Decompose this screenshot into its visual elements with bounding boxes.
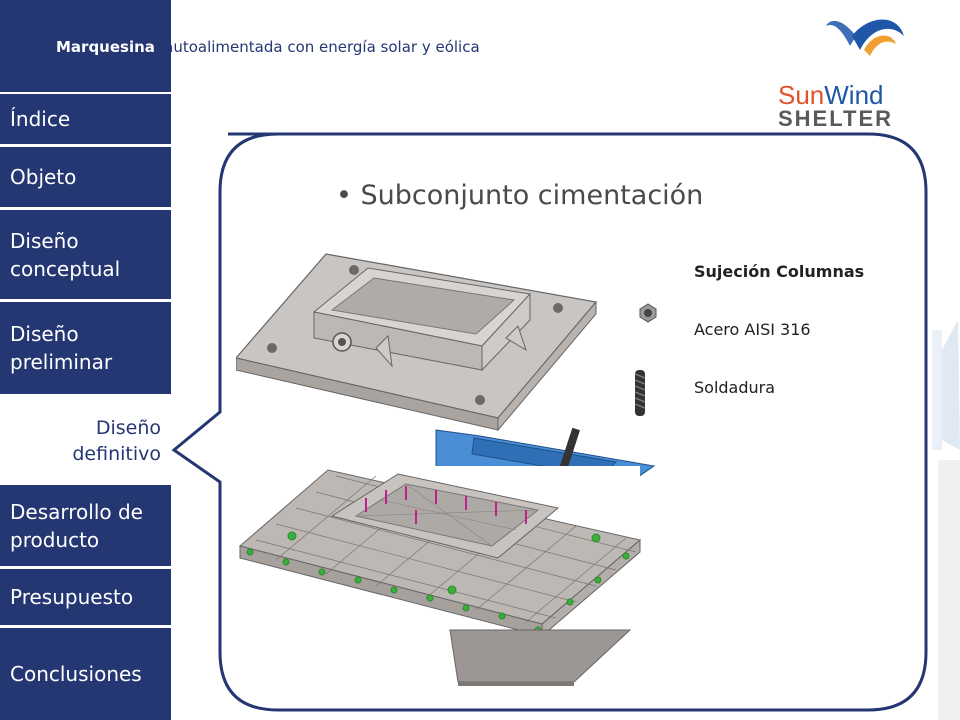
load-arrows (365, 486, 527, 524)
sidebar-item-desarrollo-de-producto[interactable]: Desarrollo de producto (0, 485, 171, 566)
legend-joint: Soldadura (694, 378, 776, 397)
nut-part-icon (639, 303, 657, 323)
threaded-rod-part-icon (634, 370, 646, 416)
sidebar-item-label: Diseño preliminar (10, 322, 113, 374)
sidebar-item-indice[interactable]: Índice (0, 94, 171, 144)
logo-word-wind: Wind (824, 80, 884, 110)
fea-mesh-model (236, 466, 642, 686)
sidebar-item-diseno-definitivo[interactable]: Diseño definitivo (0, 397, 171, 484)
logo-swoosh-icon (826, 19, 904, 56)
sidebar-item-presupuesto[interactable]: Presupuesto (0, 569, 171, 625)
logo-word-sun: Sun (778, 80, 825, 110)
header-title: Marquesina autoalimentada con energía so… (56, 36, 480, 58)
sidebar-item-label: Diseño definitivo (72, 416, 161, 465)
legend-material: Acero AISI 316 (694, 320, 811, 339)
sidebar-item-conclusiones[interactable]: Conclusiones (0, 628, 171, 720)
foundation-render (236, 253, 656, 686)
heading-text: Subconjunto cimentación (360, 180, 704, 211)
header-title-lead: Marquesina (56, 36, 159, 58)
sidebar-item-label: Presupuesto (10, 585, 134, 609)
sidebar-item-label: Conclusiones (10, 662, 142, 686)
header-title-rest: autoalimentada con energía solar y eólic… (164, 38, 480, 56)
sidebar-item-label: Diseño conceptual (10, 228, 121, 281)
sidebar-item-label: Desarrollo de producto (10, 499, 143, 552)
sidebar-item-diseno-conceptual[interactable]: Diseño conceptual (0, 210, 171, 299)
fixture-markers (246, 531, 630, 634)
heading-bullet: • (336, 180, 352, 211)
logo-wordmark-sunwind: SunWind (778, 80, 884, 111)
sidebar-item-label: Índice (10, 107, 71, 131)
sidebar: Índice Objeto Diseño conceptual Diseño p… (0, 0, 171, 720)
background-shelter-graphic (932, 320, 960, 720)
sunwind-shelter-logo: SunWind SHELTER (772, 16, 942, 136)
logo-wordmark-shelter: SHELTER (778, 106, 894, 131)
base-plate-model (236, 253, 598, 432)
sidebar-item-label: Objeto (10, 165, 77, 189)
slide-heading: • Subconjunto cimentación (336, 180, 703, 211)
legend-title: Sujeción Columnas (694, 262, 865, 281)
sidebar-item-objeto[interactable]: Objeto (0, 147, 171, 207)
sidebar-item-diseno-preliminar[interactable]: Diseño preliminar (0, 302, 171, 394)
